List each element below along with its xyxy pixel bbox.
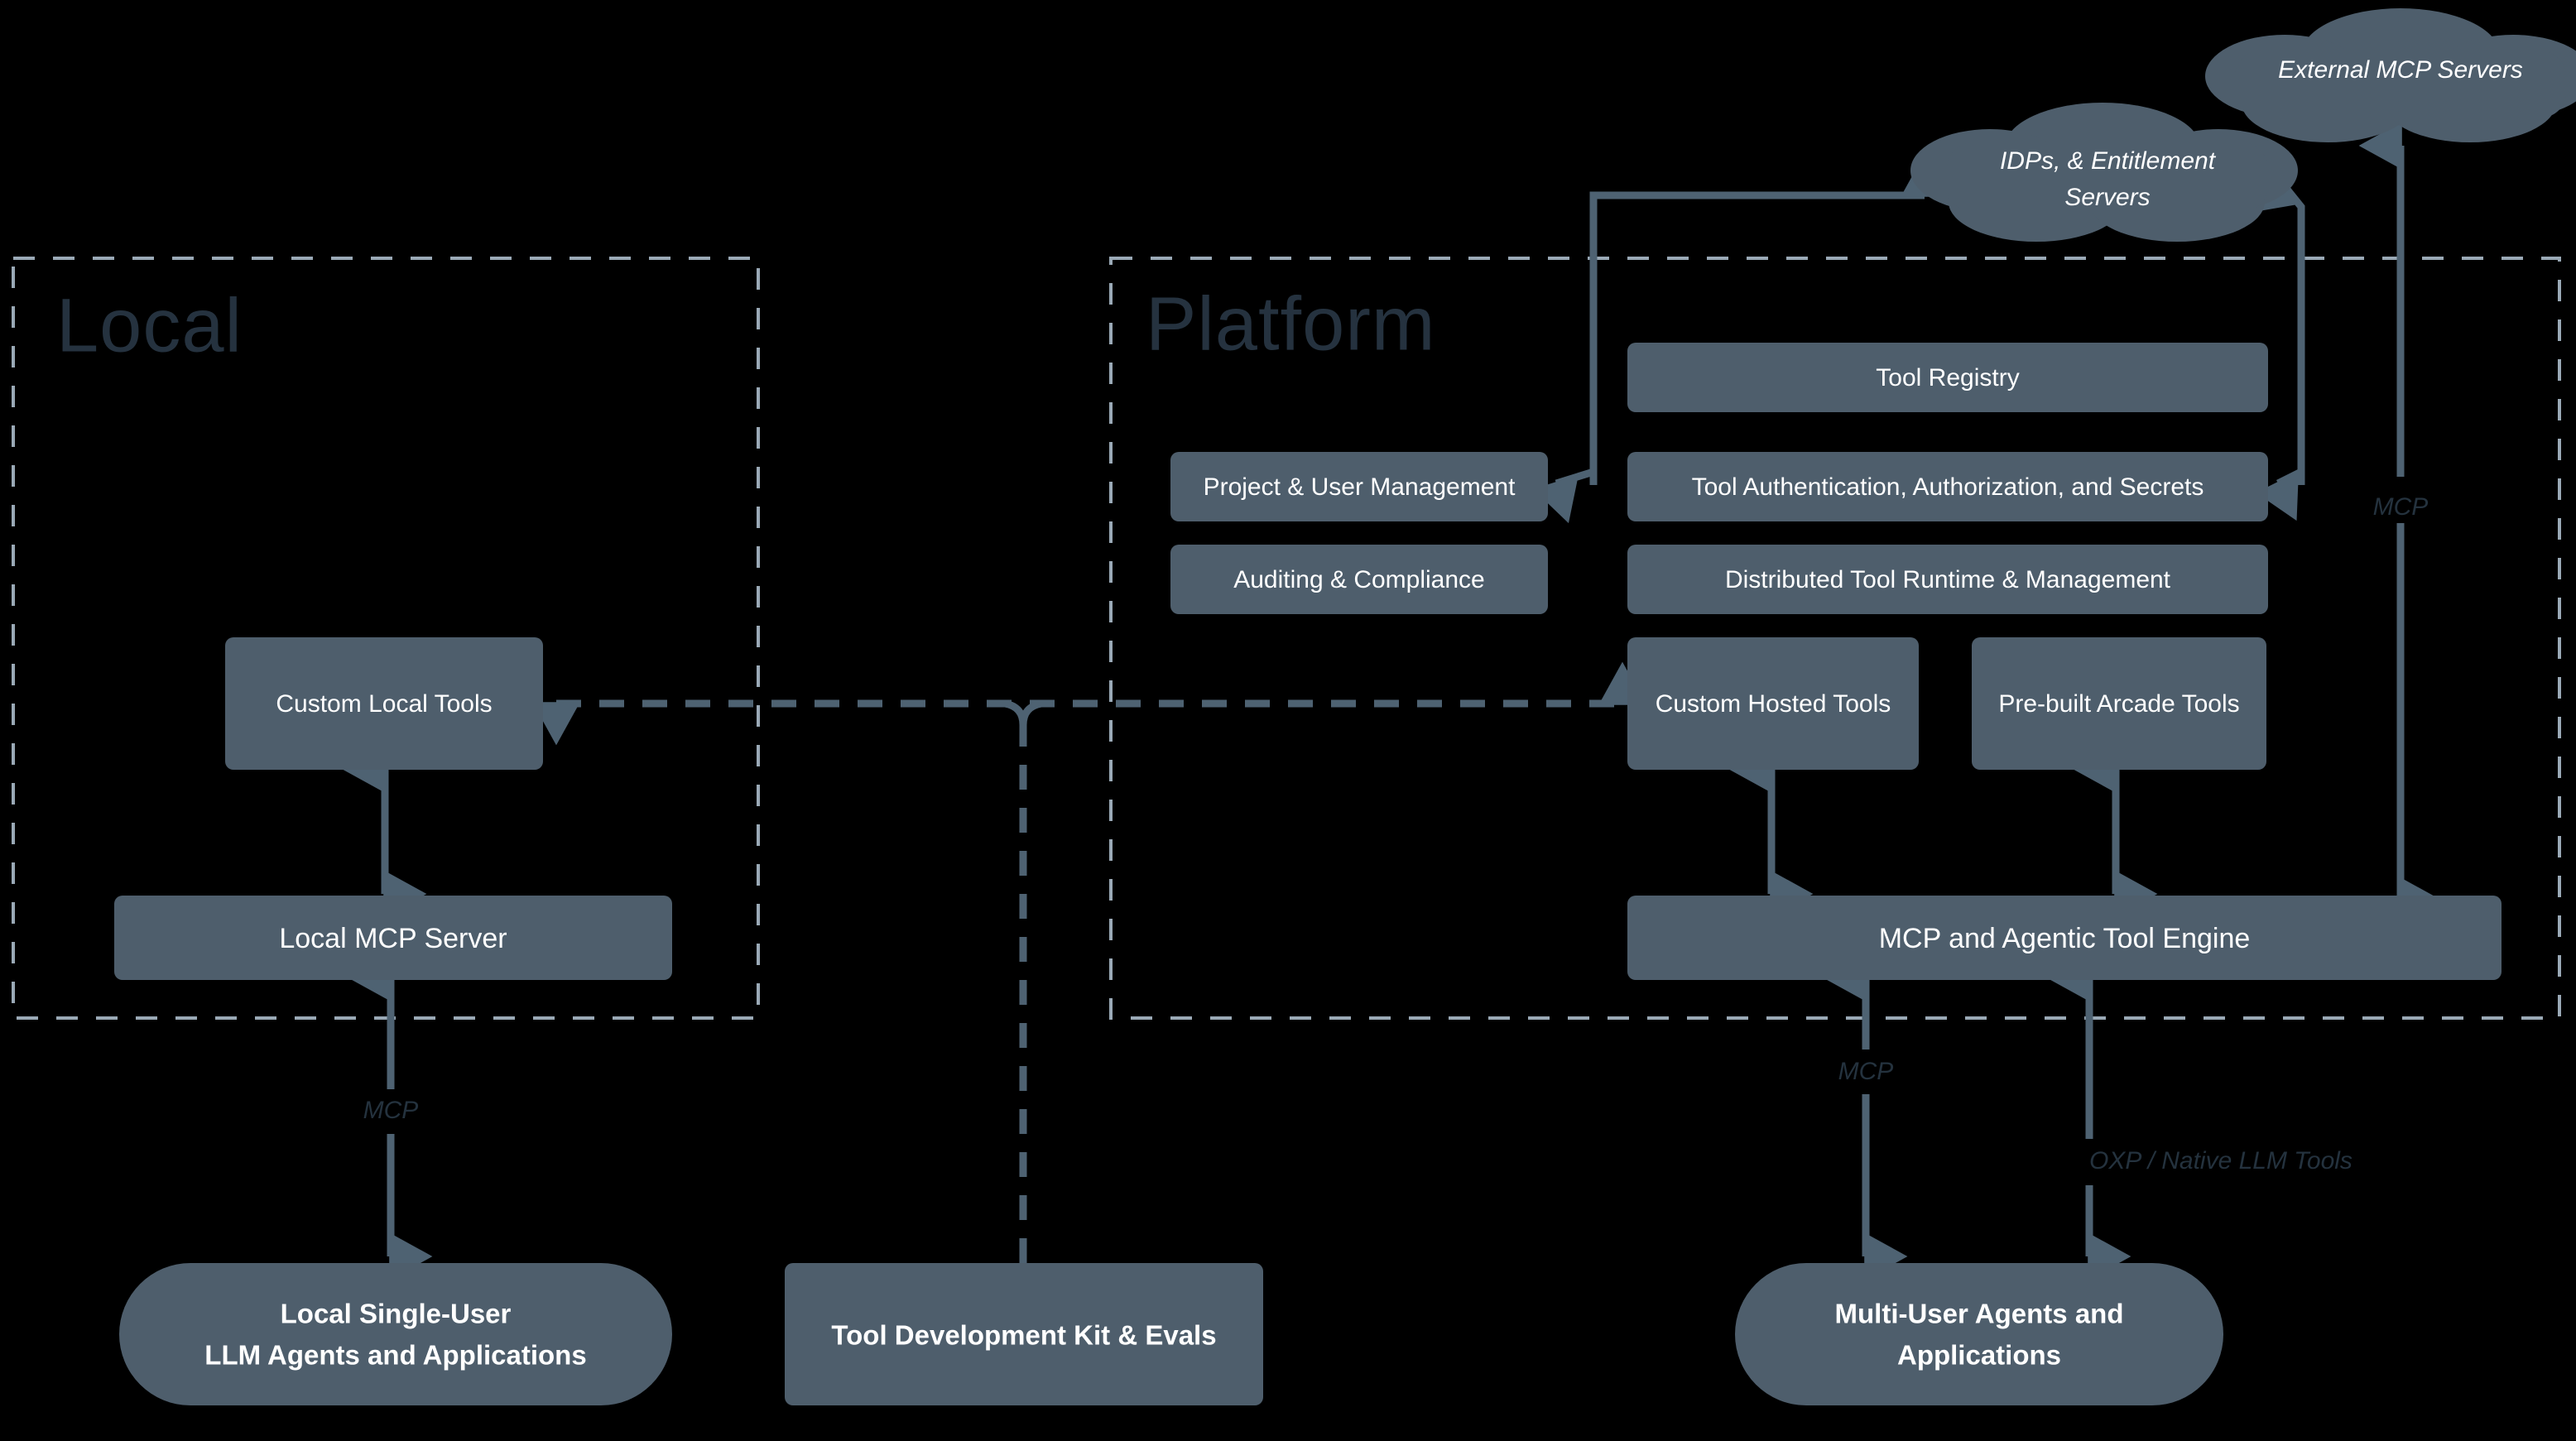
- node-auditing-compliance[interactable]: Auditing & Compliance: [1170, 545, 1548, 614]
- connector-idps-down-to-pum: [1532, 195, 1598, 524]
- node-multi-user-agents-label-line1: Multi-User Agents and: [1835, 1299, 2124, 1329]
- node-tool-registry-box: [1627, 343, 2268, 412]
- node-tool-registry-label: Tool Registry: [1876, 364, 2019, 391]
- connector-tdk-jump-right: [1019, 699, 1043, 726]
- node-distributed-tool-runtime-label: Distributed Tool Runtime & Management: [1725, 566, 2171, 593]
- node-distributed-tool-runtime-box: [1627, 545, 2268, 614]
- connector-lms-agents-label: MCP: [363, 1097, 419, 1124]
- cloud-external-mcp-servers-label: External MCP Servers: [2278, 56, 2523, 84]
- node-project-user-management-label: Project & User Management: [1204, 473, 1516, 501]
- node-auditing-compliance-box: [1170, 545, 1548, 614]
- node-mcp-agentic-tool-engine[interactable]: MCP and Agentic Tool Engine: [1627, 896, 2502, 980]
- node-custom-hosted-tools-box: [1627, 637, 1919, 770]
- node-tool-registry[interactable]: Tool Registry: [1627, 343, 2268, 412]
- node-tool-development-kit-label: Tool Development Kit & Evals: [831, 1320, 1216, 1351]
- connector-engine-agents-oxp-label-bg: [1927, 1139, 2255, 1185]
- cloud-idps-label-line1: IDPs, & Entitlement: [2000, 147, 2217, 175]
- connector-external-mcp: MCP: [2357, 122, 2444, 925]
- zone-local-label: Local: [56, 283, 243, 367]
- node-local-single-user-agents-label-line2: LLM Agents and Applications: [204, 1340, 586, 1371]
- node-multi-user-agents-label-line2: Applications: [1897, 1340, 2061, 1371]
- node-distributed-tool-runtime[interactable]: Distributed Tool Runtime & Management: [1627, 545, 2268, 614]
- node-custom-local-tools[interactable]: Custom Local Tools: [225, 637, 543, 770]
- zone-platform-border: [1109, 257, 2561, 1020]
- connector-idps-down-to-pum-path: [1532, 195, 1598, 524]
- connector-external-mcp-label-bg: [2357, 477, 2444, 523]
- node-local-single-user-agents-box: [119, 1263, 672, 1405]
- node-multi-user-agents[interactable]: Multi-User Agents and Applications: [1735, 1263, 2223, 1405]
- node-mcp-agentic-tool-engine-box: [1627, 896, 2502, 980]
- node-tool-development-kit-box: [785, 1263, 1263, 1405]
- node-local-mcp-server-label: Local MCP Server: [279, 923, 507, 954]
- node-custom-hosted-tools-label: Custom Hosted Tools: [1656, 690, 1891, 718]
- connector-engine-agents-mcp: MCP: [1821, 954, 1908, 1280]
- cloud-external-mcp-servers-shape: [2205, 8, 2576, 142]
- cloud-idps-entitlement-servers-shape: [1910, 103, 2298, 242]
- node-pre-built-arcade-tools-box: [1972, 637, 2266, 770]
- node-custom-hosted-tools[interactable]: Custom Hosted Tools: [1627, 637, 1919, 770]
- connector-engine-agents-mcp-label: MCP: [1838, 1058, 1894, 1085]
- connector-pum-to-idps: [1589, 153, 1949, 485]
- node-mcp-agentic-tool-engine-label: MCP and Agentic Tool Engine: [1879, 923, 2251, 954]
- node-local-mcp-server[interactable]: Local MCP Server: [114, 896, 672, 980]
- connector-lms-agents: MCP: [348, 954, 434, 1280]
- connector-external-mcp-label: MCP: [2373, 493, 2429, 521]
- connector-engine-agents-mcp-label-bg: [1821, 1050, 1907, 1094]
- cloud-idps-entitlement-servers[interactable]: IDPs, & Entitlement Servers: [1910, 103, 2298, 242]
- node-multi-user-agents-box: [1735, 1263, 2223, 1405]
- zone-platform-label: Platform: [1146, 281, 1436, 366]
- cloud-idps-label-line2: Servers: [2064, 184, 2150, 211]
- connector-tool-auth-to-idps-path: [2256, 207, 2305, 521]
- node-tool-authentication-label: Tool Authentication, Authorization, and …: [1692, 473, 2204, 501]
- node-local-single-user-agents-label-line1: Local Single-User: [281, 1299, 512, 1329]
- node-project-user-management[interactable]: Project & User Management: [1170, 452, 1548, 521]
- node-auditing-compliance-label: Auditing & Compliance: [1233, 566, 1485, 593]
- node-local-mcp-server-box: [114, 896, 672, 980]
- node-project-user-management-box: [1170, 452, 1548, 521]
- node-tool-authentication[interactable]: Tool Authentication, Authorization, and …: [1627, 452, 2268, 521]
- connector-pum-to-idps-path: [1589, 153, 1949, 485]
- node-tool-development-kit[interactable]: Tool Development Kit & Evals: [785, 1263, 1263, 1405]
- connector-engine-agents-oxp-label: OXP / Native LLM Tools: [2089, 1147, 2353, 1174]
- node-custom-local-tools-label: Custom Local Tools: [276, 690, 492, 718]
- node-pre-built-arcade-tools[interactable]: Pre-built Arcade Tools: [1972, 637, 2266, 770]
- node-tool-authentication-box: [1627, 452, 2268, 521]
- connector-tdk-riser: [1003, 699, 1043, 1263]
- node-local-single-user-agents[interactable]: Local Single-User LLM Agents and Applica…: [119, 1263, 672, 1405]
- node-pre-built-arcade-tools-label: Pre-built Arcade Tools: [1998, 690, 2239, 718]
- connector-idps-to-tool-auth: [2252, 166, 2305, 521]
- zone-platform: Platform: [1109, 257, 2561, 1020]
- connector-engine-agents-oxp: OXP / Native LLM Tools: [1927, 954, 2353, 1280]
- node-custom-local-tools-box: [225, 637, 543, 770]
- connector-lms-agents-label-bg: [348, 1089, 434, 1134]
- cloud-external-mcp-servers[interactable]: External MCP Servers: [2205, 8, 2576, 142]
